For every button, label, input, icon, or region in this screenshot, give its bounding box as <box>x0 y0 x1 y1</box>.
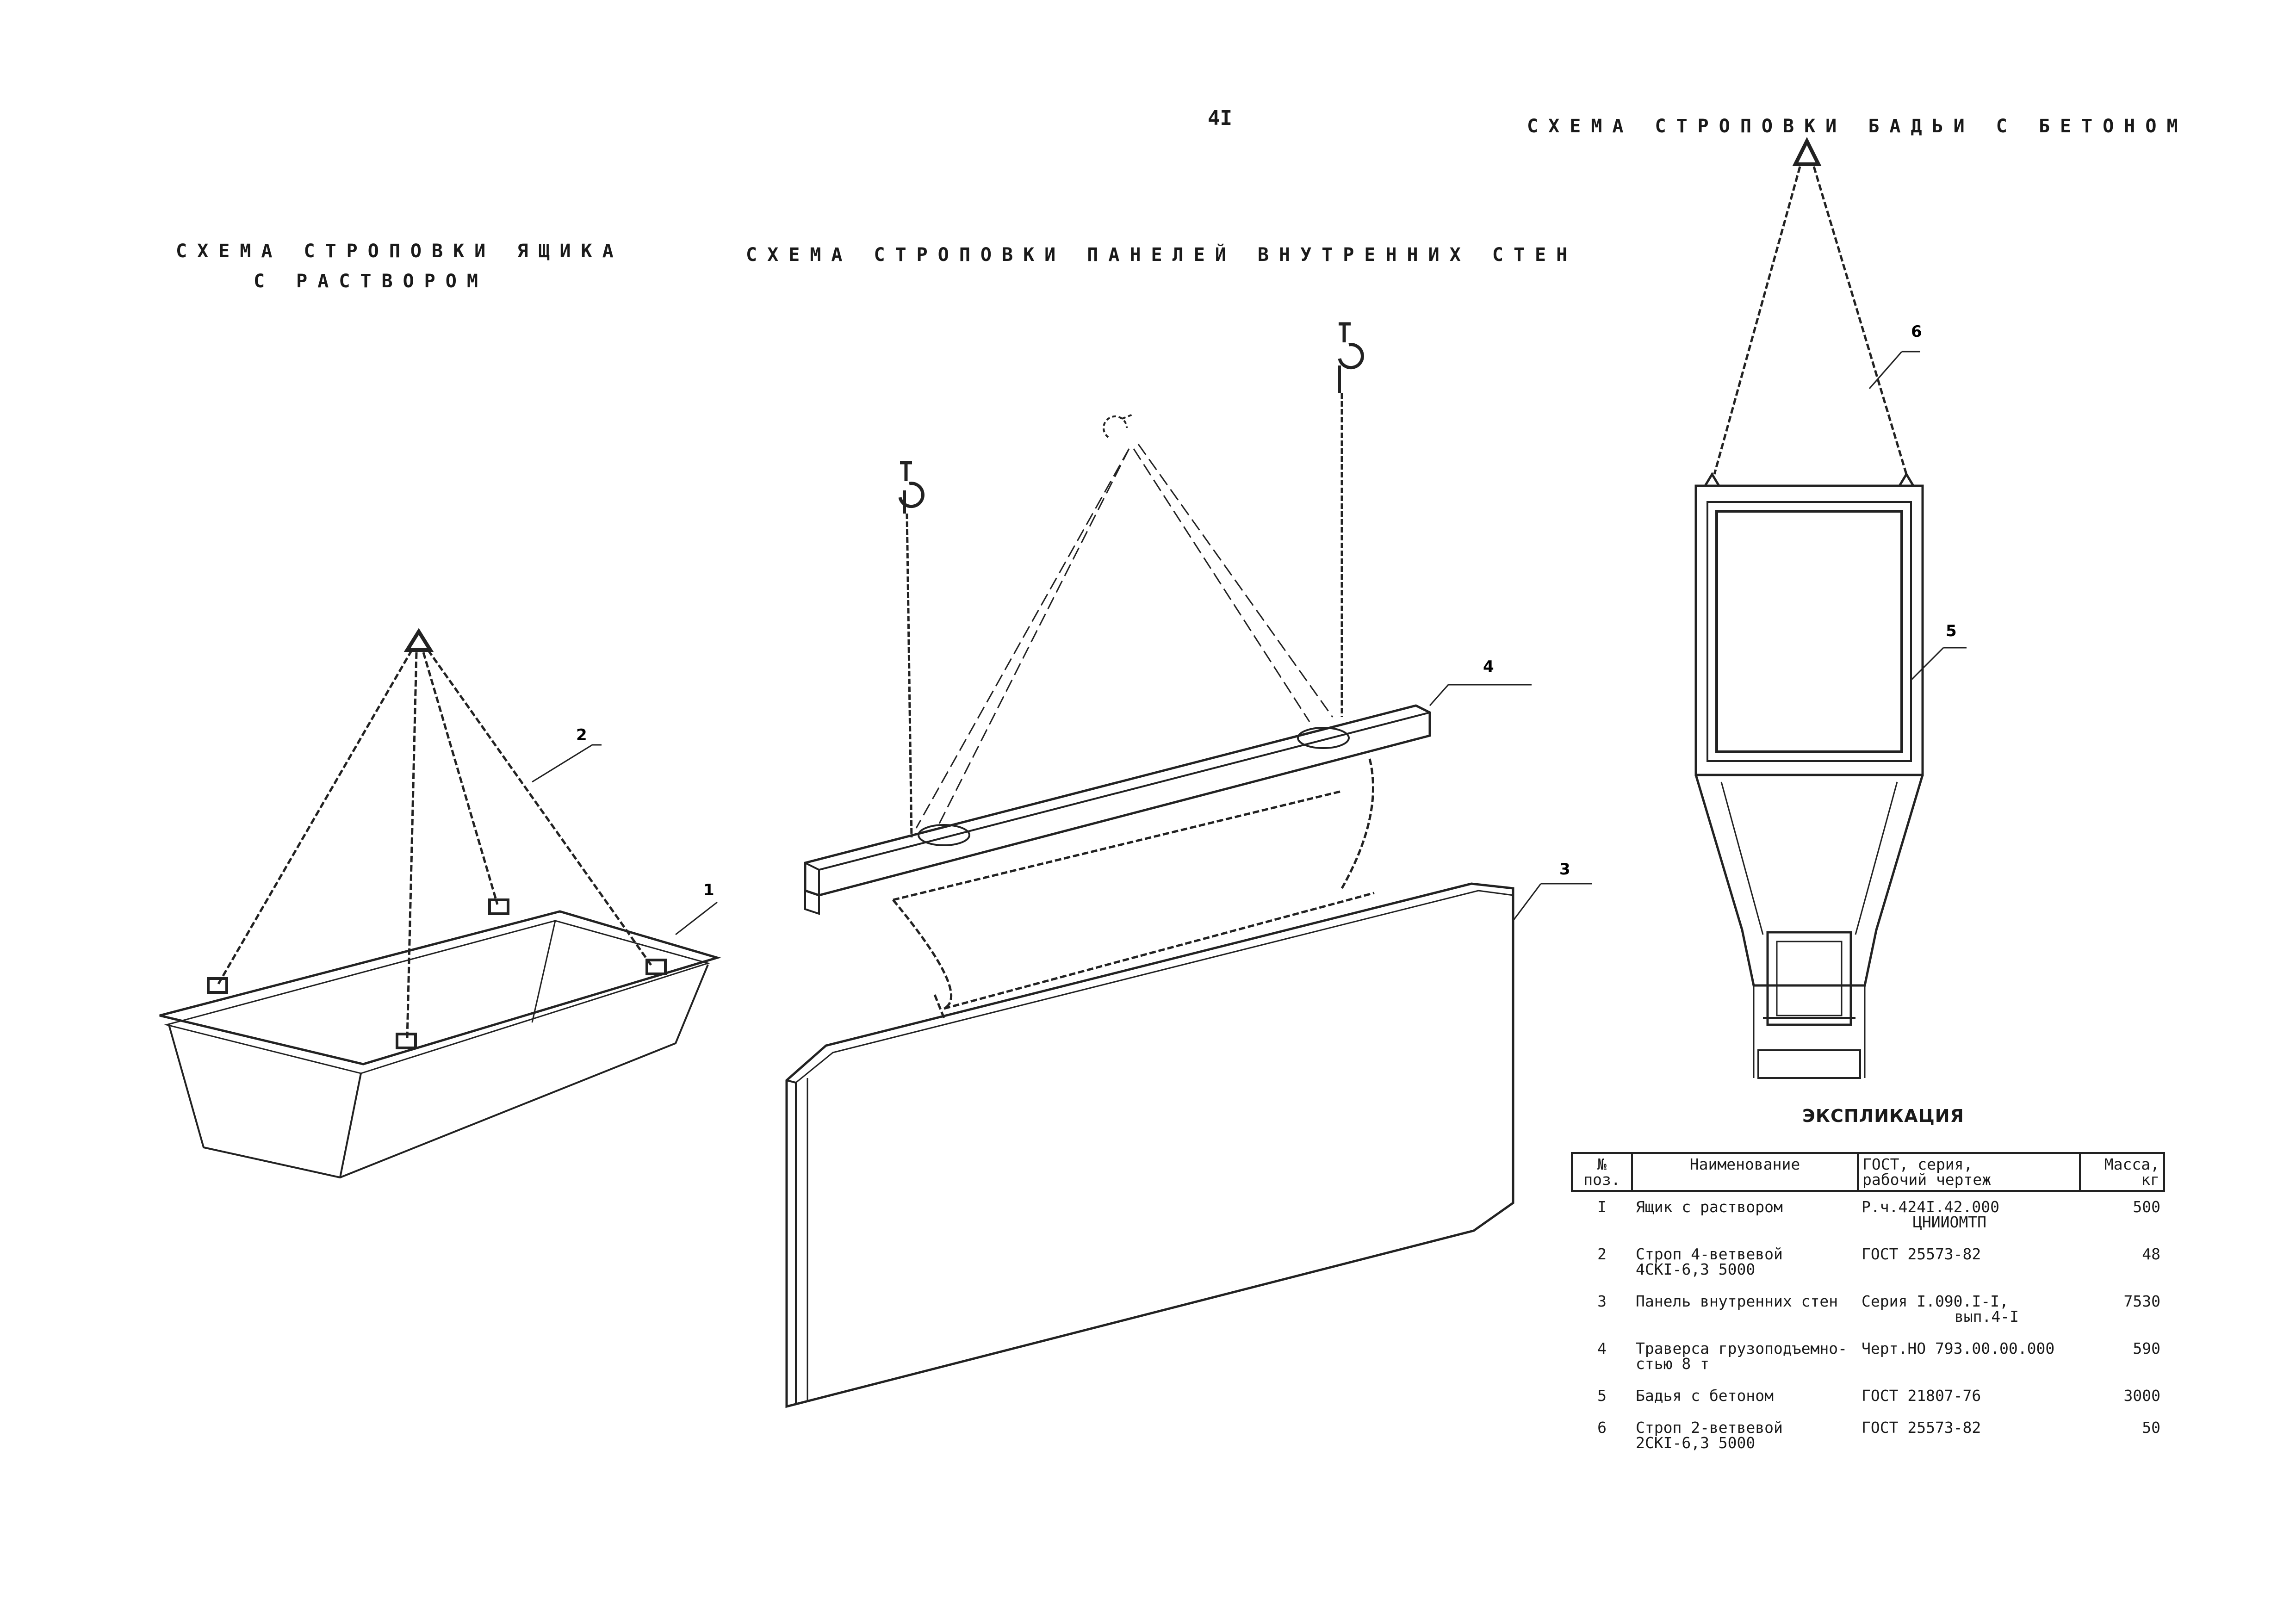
box-scheme-title-line2: С РАСТВОРОМ <box>254 271 488 292</box>
row-gost-line2: ЦНИИОМТП <box>1913 1213 1986 1231</box>
header-name: Наименование <box>1631 1152 1859 1192</box>
crane-hook-icon-2 <box>1338 322 1364 370</box>
explication-table: № поз. Наименование ГОСТ, серия, рабочий… <box>1571 1152 2165 1460</box>
callout-6: 6 <box>1911 322 1922 341</box>
row-gost-line1: Р.ч.424I.42.000 <box>1862 1198 2000 1216</box>
row-mass: 590 <box>2133 1339 2160 1357</box>
row-gost: ГОСТ 21807-76 <box>1858 1381 2080 1412</box>
row-pos: 3 <box>1597 1292 1607 1310</box>
row-gost-line1: Черт.НО 793.00.00.000 <box>1862 1339 2055 1357</box>
row-mass: 50 <box>2142 1419 2160 1437</box>
box-scheme-title-line1: СХЕМА СТРОПОВКИ ЯЩИКА <box>176 241 624 262</box>
bucket-scheme-title: СХЕМА СТРОПОВКИ БАДЬИ С БЕТОНОМ <box>1527 116 2188 137</box>
row-name-line2: 4СКI-6,3 5000 <box>1636 1260 1756 1278</box>
row-name-line2: 2СКI-6,3 5000 <box>1636 1434 1756 1452</box>
row-name-line1: Строп 2-ветвевой <box>1636 1419 1783 1437</box>
header-mass-line1: Масса, <box>2104 1155 2159 1173</box>
callout-3: 3 <box>1559 860 1570 879</box>
header-mass: Масса, кг <box>2079 1152 2165 1192</box>
row-gost-line1: ГОСТ 25573-82 <box>1862 1245 1981 1263</box>
header-mass-line2: кг <box>2141 1171 2159 1189</box>
row-mass: 500 <box>2133 1198 2160 1216</box>
row-pos: 6 <box>1597 1419 1607 1437</box>
wall-panel-drawing <box>785 322 1592 1408</box>
row-gost: Серия I.090.I-I,вып.4-I <box>1858 1286 2080 1333</box>
callout-5: 5 <box>1946 622 1957 640</box>
header-gost-line1: ГОСТ, серия, <box>1862 1155 1973 1173</box>
table-header-row: № поз. Наименование ГОСТ, серия, рабочий… <box>1571 1152 2165 1192</box>
table-row: 3 Панель внутренних стен Серия I.090.I-I… <box>1572 1286 2164 1333</box>
panels-scheme-title: СХЕМА СТРОПОВКИ ПАНЕЛЕЙ ВНУТРЕННИХ СТЕН <box>746 244 1578 266</box>
row-name: Панель внутренних стен <box>1632 1286 1858 1333</box>
lifting-ring-icon <box>403 628 434 652</box>
row-name-line1: Траверса грузоподъемно- <box>1636 1339 1847 1357</box>
row-pos: I <box>1597 1198 1607 1216</box>
callout-2: 2 <box>576 726 587 744</box>
callout-4: 4 <box>1483 657 1494 676</box>
row-name-line1: Панель внутренних стен <box>1636 1292 1838 1310</box>
row-gost-line1: Серия I.090.I-I, <box>1862 1292 2009 1310</box>
row-gost-line1: ГОСТ 21807-76 <box>1862 1387 1981 1405</box>
header-pos-line1: № <box>1597 1155 1607 1173</box>
explication-title: ЭКСПЛИКАЦИЯ <box>1802 1106 1964 1126</box>
row-name-line1: Бадья с бетоном <box>1636 1387 1774 1405</box>
row-pos: 4 <box>1597 1339 1607 1357</box>
row-pos: 2 <box>1597 1245 1607 1263</box>
row-gost-line1: ГОСТ 25573-82 <box>1862 1419 1981 1437</box>
table-row: 5 Бадья с бетоном ГОСТ 21807-76 3000 <box>1572 1381 2164 1412</box>
sling-4-leg <box>216 649 654 1039</box>
row-gost-line2: вып.4-I <box>1954 1307 2019 1326</box>
row-mass: 3000 <box>2123 1387 2160 1405</box>
sling-2-leg <box>1713 166 1908 475</box>
concrete-bucket-drawing <box>1694 137 1967 1079</box>
row-gost: ГОСТ 25573-82 <box>1858 1412 2080 1460</box>
header-pos: № поз. <box>1571 1152 1633 1192</box>
table-row: 4 Траверса грузоподъемно-стью 8 т Черт.Н… <box>1572 1333 2164 1381</box>
row-name-line1: Ящик с раствором <box>1636 1198 1783 1216</box>
header-name-text: Наименование <box>1689 1155 1800 1173</box>
mortar-box-drawing <box>159 628 721 1179</box>
row-mass: 7530 <box>2123 1292 2160 1310</box>
row-name: Ящик с раствором <box>1632 1191 1858 1239</box>
header-gost-line2: рабочий чертеж <box>1862 1171 1992 1189</box>
page-number: 4I <box>1208 106 1232 130</box>
row-name: Траверса грузоподъемно-стью 8 т <box>1632 1333 1858 1381</box>
row-name-line2: стью 8 т <box>1636 1355 1709 1373</box>
row-name-line1: Строп 4-ветвевой <box>1636 1245 1783 1263</box>
header-pos-line2: поз. <box>1583 1171 1620 1189</box>
header-gost: ГОСТ, серия, рабочий чертеж <box>1857 1152 2081 1192</box>
row-pos: 5 <box>1597 1387 1607 1405</box>
crane-hook-alt-icon <box>1103 413 1134 438</box>
row-mass: 48 <box>2142 1245 2160 1263</box>
row-gost: Черт.НО 793.00.00.000 <box>1858 1333 2080 1381</box>
bucket-lifting-ring-icon <box>1792 137 1822 166</box>
row-name: Бадья с бетоном <box>1632 1381 1858 1412</box>
callout-1: 1 <box>703 881 714 899</box>
row-gost: ГОСТ 25573-82 <box>1858 1239 2080 1286</box>
